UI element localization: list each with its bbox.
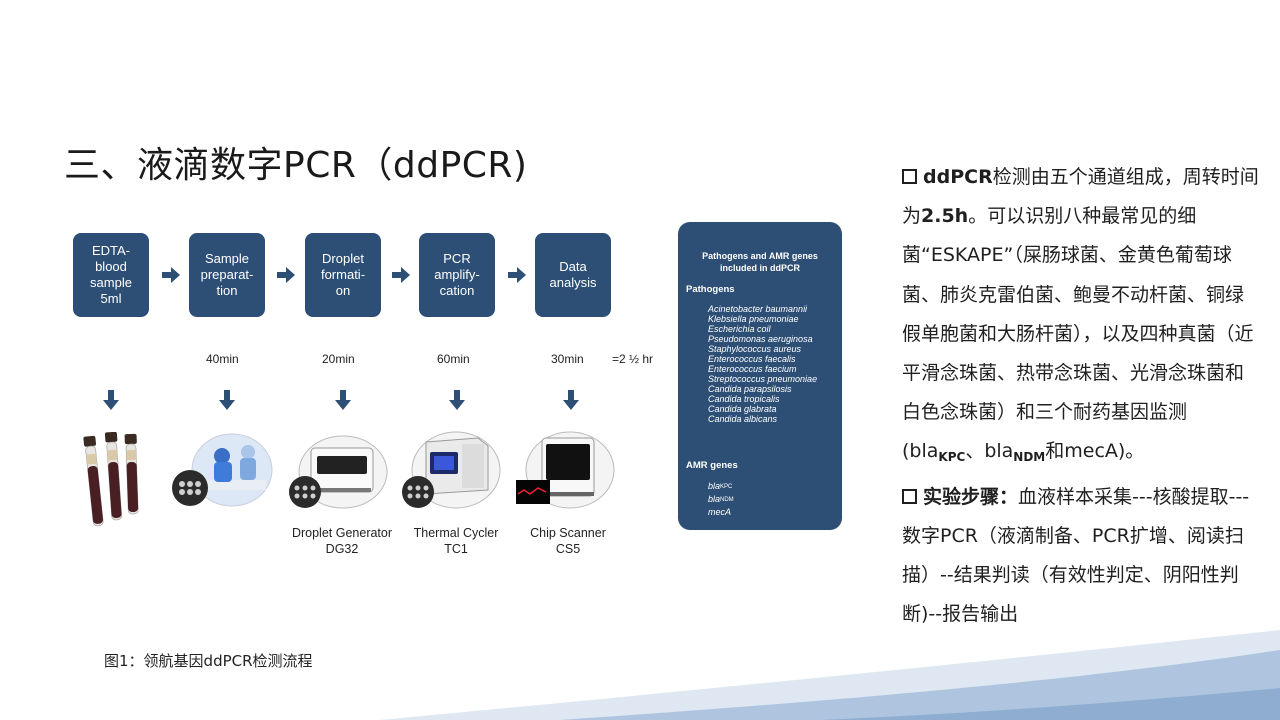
arrow-right-icon [277, 267, 295, 283]
arrow-down-icon [449, 390, 465, 410]
time-total: =2 ½ hr [612, 352, 654, 366]
figure-caption: 图1：领航基因ddPCR检测流程 [104, 652, 313, 670]
checkbox-square-icon [902, 488, 917, 504]
arrow-right-icon [392, 267, 410, 283]
step-data-analysis: Data analysis [535, 233, 611, 317]
time-sample-preparation: 40min [206, 352, 239, 366]
arrow-down-icon [563, 390, 579, 410]
list-item: Candida albicans [708, 414, 778, 424]
checkbox-square-icon [902, 169, 917, 184]
list-item: Candida tropicalis [708, 394, 780, 404]
step-pcr-amplification: PCR amplify- cation [419, 233, 495, 317]
amr-genes-list: blaKPC blaNDM mecA [708, 480, 734, 519]
chip-scanner-image [516, 431, 615, 509]
thermal-cycler-image [402, 431, 501, 509]
step-droplet-formation: Droplet formati- on [305, 233, 381, 317]
list-item: blaNDM [708, 494, 734, 504]
droplet-generator-image [289, 435, 388, 509]
caption-droplet-generator: Droplet Generator DG32 [291, 526, 393, 556]
list-item: Pseudomonas aeruginosa [708, 334, 813, 344]
paragraph-ddpcr: ddPCR检测由五个通道组成，周转时间为2.5h。可以识别八种最常见的细菌“ES… [902, 166, 1259, 465]
pathogens-label: Pathogens [686, 284, 735, 295]
arrow-down-icon [103, 390, 119, 410]
list-item: Enterococcus faecium [708, 364, 797, 374]
pathogens-panel: Pathogens and AMR genes included in ddPC… [678, 222, 842, 530]
arrow-down-icon [219, 390, 235, 410]
list-item: Enterococcus faecalis [708, 354, 796, 364]
list-item: Klebsiella pneumoniae [708, 314, 799, 324]
arrow-right-icon [162, 267, 180, 283]
time-data-analysis: 30min [551, 352, 584, 366]
caption-chip-scanner: Chip Scanner CS5 [530, 526, 606, 556]
list-item: Candida parapsilosis [708, 384, 792, 394]
arrow-right-icon [508, 267, 526, 283]
step-blood-sample: EDTA- blood sample 5ml [73, 233, 149, 317]
page-title: 三、液滴数字PCR（ddPCR) [64, 145, 528, 186]
paragraph-steps: 实验步骤：血液样本采集---核酸提取---数字PCR（液滴制备、PCR扩增、阅读… [902, 485, 1250, 626]
list-item: Streptococcus pneumoniae [708, 374, 818, 384]
description-text: ddPCR检测由五个通道组成，周转时间为2.5h。可以识别八种最常见的细菌“ES… [902, 158, 1262, 634]
list-item: Staphylococcus aureus [708, 344, 802, 354]
list-item: mecA [708, 507, 732, 517]
blood-tubes-image [83, 432, 139, 527]
time-pcr-amplification: 60min [437, 352, 470, 366]
panel-heading: Pathogens and AMR genes included in ddPC… [702, 251, 818, 273]
step-sample-preparation: Sample preparat- tion [189, 233, 265, 317]
lab-preparation-image [172, 433, 273, 507]
time-droplet-formation: 20min [322, 352, 355, 366]
amr-genes-label: AMR genes [686, 460, 738, 471]
caption-thermal-cycler: Thermal Cycler TC1 [413, 526, 499, 556]
pathogens-list: Acinetobacter baumannii Klebsiella pneum… [708, 304, 817, 424]
list-item: blaKPC [708, 481, 733, 491]
list-item: Acinetobacter baumannii [708, 304, 808, 314]
arrow-down-icon [335, 390, 351, 410]
list-item: Candida glabrata [708, 404, 777, 414]
list-item: Escherichia coil [708, 324, 771, 334]
